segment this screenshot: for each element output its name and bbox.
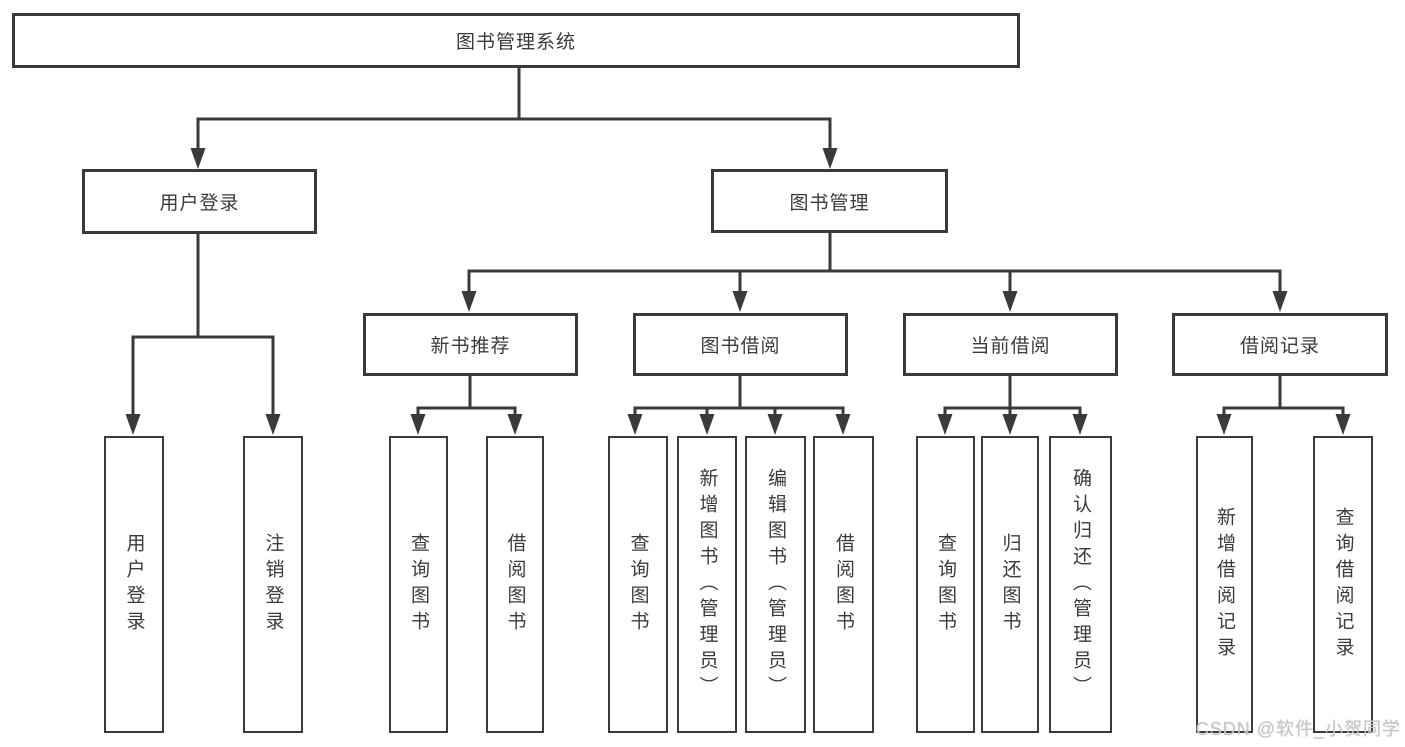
- node-root-label: 图书管理系统: [455, 32, 576, 53]
- node-current-borrowing: 当前借阅: [903, 313, 1118, 376]
- leaf-cb-query-books-label: 查询图书: [935, 532, 956, 637]
- node-book-management: 图书管理: [711, 169, 948, 233]
- leaf-br-add-record-label: 新增借阅记录: [1214, 506, 1235, 663]
- node-new-book-recommend-label: 新书推荐: [430, 336, 511, 357]
- leaf-nb-borrow-books-label: 借阅图书: [504, 532, 526, 637]
- node-borrow-records: 借阅记录: [1172, 313, 1388, 376]
- leaf-bb-edit-books-admin: 编辑图书（管理员）: [745, 436, 806, 733]
- leaf-logout-label: 注销登录: [262, 532, 284, 637]
- leaf-br-query-record-label: 查询借阅记录: [1332, 506, 1354, 663]
- leaf-user-login: 用户登录: [104, 436, 164, 733]
- leaf-user-login-label: 用户登录: [123, 532, 145, 637]
- leaf-bb-borrow-books: 借阅图书: [813, 436, 874, 733]
- leaf-cb-confirm-return-admin: 确认归还（管理员）: [1049, 436, 1112, 733]
- node-new-book-recommend: 新书推荐: [363, 313, 578, 376]
- leaf-cb-confirm-return-admin-label: 确认归还（管理员）: [1070, 467, 1091, 702]
- leaf-bb-query-books: 查询图书: [608, 436, 668, 733]
- leaf-bb-add-books-admin-label: 新增图书（管理员）: [696, 467, 718, 702]
- node-book-management-label: 图书管理: [789, 192, 870, 214]
- leaf-nb-borrow-books: 借阅图书: [486, 436, 544, 733]
- leaf-bb-edit-books-admin-label: 编辑图书（管理员）: [765, 467, 786, 702]
- leaf-cb-return-books-label: 归还图书: [999, 532, 1021, 637]
- leaf-nb-query-books: 查询图书: [389, 436, 448, 733]
- node-borrow-records-label: 借阅记录: [1239, 336, 1320, 357]
- leaf-cb-query-books: 查询图书: [916, 436, 975, 733]
- leaf-bb-query-books-label: 查询图书: [627, 532, 649, 637]
- leaf-br-query-record: 查询借阅记录: [1313, 436, 1373, 733]
- leaf-cb-return-books: 归还图书: [981, 436, 1039, 733]
- node-root: 图书管理系统: [12, 13, 1020, 68]
- node-current-borrowing-label: 当前借阅: [970, 336, 1051, 357]
- node-user-login-label: 用户登录: [159, 193, 240, 214]
- leaf-br-add-record: 新增借阅记录: [1196, 436, 1253, 733]
- leaf-logout: 注销登录: [243, 436, 303, 733]
- csdn-watermark: CSDN @软件_小贺同学: [1195, 719, 1401, 739]
- node-user-login: 用户登录: [82, 169, 317, 234]
- leaf-bb-borrow-books-label: 借阅图书: [833, 532, 854, 637]
- node-book-borrowing-label: 图书借阅: [700, 336, 781, 357]
- leaf-nb-query-books-label: 查询图书: [408, 532, 429, 637]
- node-book-borrowing: 图书借阅: [633, 313, 848, 376]
- leaf-bb-add-books-admin: 新增图书（管理员）: [677, 436, 737, 733]
